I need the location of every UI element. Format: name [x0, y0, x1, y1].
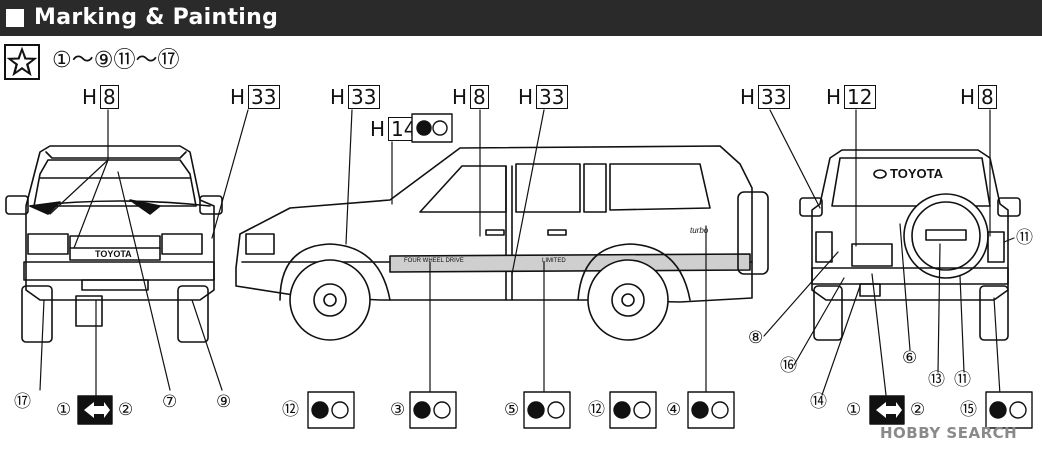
callout-3: ③ — [390, 400, 406, 420]
callout-15: ⑮ — [960, 400, 977, 420]
side-turbo-text: turbo — [690, 226, 709, 235]
side-tire-front — [289, 259, 371, 341]
callout-2-front: ② — [118, 400, 134, 420]
callout-14: ⑭ — [810, 392, 827, 412]
dot-swatch-4 — [687, 391, 735, 429]
arrow-swatch-front — [77, 395, 113, 425]
side-stripe-text: FOUR WHEEL DRIVE — [404, 258, 464, 264]
front-dark-patch-1 — [29, 201, 61, 215]
front-windshield — [33, 159, 197, 207]
dot-swatch-3 — [409, 391, 457, 429]
callout-4: ④ — [666, 400, 682, 420]
dot-swatch-5 — [523, 391, 571, 429]
side-view: FOUR WHEEL DRIVE LIMITED turbo — [235, 145, 769, 341]
rear-spare-tire — [903, 193, 989, 279]
side-tire-rear — [587, 259, 669, 341]
callout-13: ⑬ — [928, 370, 945, 390]
callout-16: ⑯ — [780, 356, 797, 376]
callout-1-rear: ① — [846, 400, 862, 420]
callout-6: ⑥ — [902, 348, 918, 368]
section-header: Marking & Painting — [0, 0, 1042, 36]
arrow-swatch-rear — [869, 395, 905, 425]
callout-12-side-b: ⑫ — [588, 400, 605, 420]
rear-taillight-left — [815, 231, 833, 263]
callout-11-right: ⑪ — [1016, 228, 1033, 248]
rear-tire-left — [813, 285, 843, 341]
side-paint-stripe — [389, 253, 751, 273]
rear-step — [859, 283, 881, 297]
front-grille-badge: TOYOTA — [95, 249, 132, 259]
rear-mirror-left — [799, 197, 823, 217]
front-skid — [75, 295, 103, 327]
side-window-front — [419, 165, 507, 213]
decal-range-label: ①～⑨⑪～⑰ — [52, 48, 180, 73]
front-bumper — [23, 261, 215, 281]
rear-bumper — [811, 267, 1009, 285]
side-spare-tire — [737, 191, 769, 275]
rear-tire-right — [979, 285, 1009, 341]
front-body-outline — [25, 145, 215, 301]
callout-2-rear: ② — [910, 400, 926, 420]
front-plate — [81, 279, 149, 291]
dot-swatch-12a — [307, 391, 355, 429]
front-tire-left — [21, 285, 53, 343]
callout-17-front: ⑰ — [14, 392, 31, 412]
rear-plate — [851, 243, 893, 267]
callout-8: ⑧ — [748, 328, 764, 348]
callout-12-side-a: ⑫ — [282, 400, 299, 420]
front-tire-right — [177, 285, 209, 343]
side-rear-fender-flare — [577, 243, 691, 301]
dot-swatch-12b — [609, 391, 657, 429]
callout-5: ⑤ — [504, 400, 520, 420]
watermark: HOBBY SEARCH — [880, 424, 1018, 442]
front-mirror-left — [5, 195, 29, 215]
rear-tailgate-badge: TOYOTA — [890, 166, 944, 181]
front-dark-patch-2 — [129, 199, 161, 215]
callout-7: ⑦ — [162, 392, 178, 412]
front-headlight-left — [27, 233, 69, 255]
rear-taillight-right — [987, 231, 1005, 263]
star-icon — [4, 44, 40, 80]
rear-view: TOYOTA — [799, 149, 1021, 341]
dot-swatch-14-label — [411, 113, 453, 143]
front-view: TOYOTA — [5, 145, 223, 343]
front-roof — [45, 151, 187, 159]
rear-mirror-right — [997, 197, 1021, 217]
dot-swatch-15 — [985, 391, 1033, 429]
front-headlight-right — [161, 233, 203, 255]
side-window-middle — [515, 163, 581, 213]
side-window-rear — [609, 163, 711, 211]
decal-swatches — [77, 113, 1033, 429]
side-limited-text: LIMITED — [542, 258, 566, 264]
side-window-small — [583, 163, 607, 213]
side-door-handle-rear — [547, 229, 567, 236]
side-headlight — [245, 233, 275, 255]
side-door-handle-front — [485, 229, 505, 236]
callout-9: ⑨ — [216, 392, 232, 412]
header-square-icon — [6, 9, 24, 27]
side-front-fender-flare — [279, 243, 391, 301]
callout-11-rear: ⑪ — [954, 370, 971, 390]
section-title: Marking & Painting — [34, 5, 279, 30]
callout-1-front: ① — [56, 400, 72, 420]
